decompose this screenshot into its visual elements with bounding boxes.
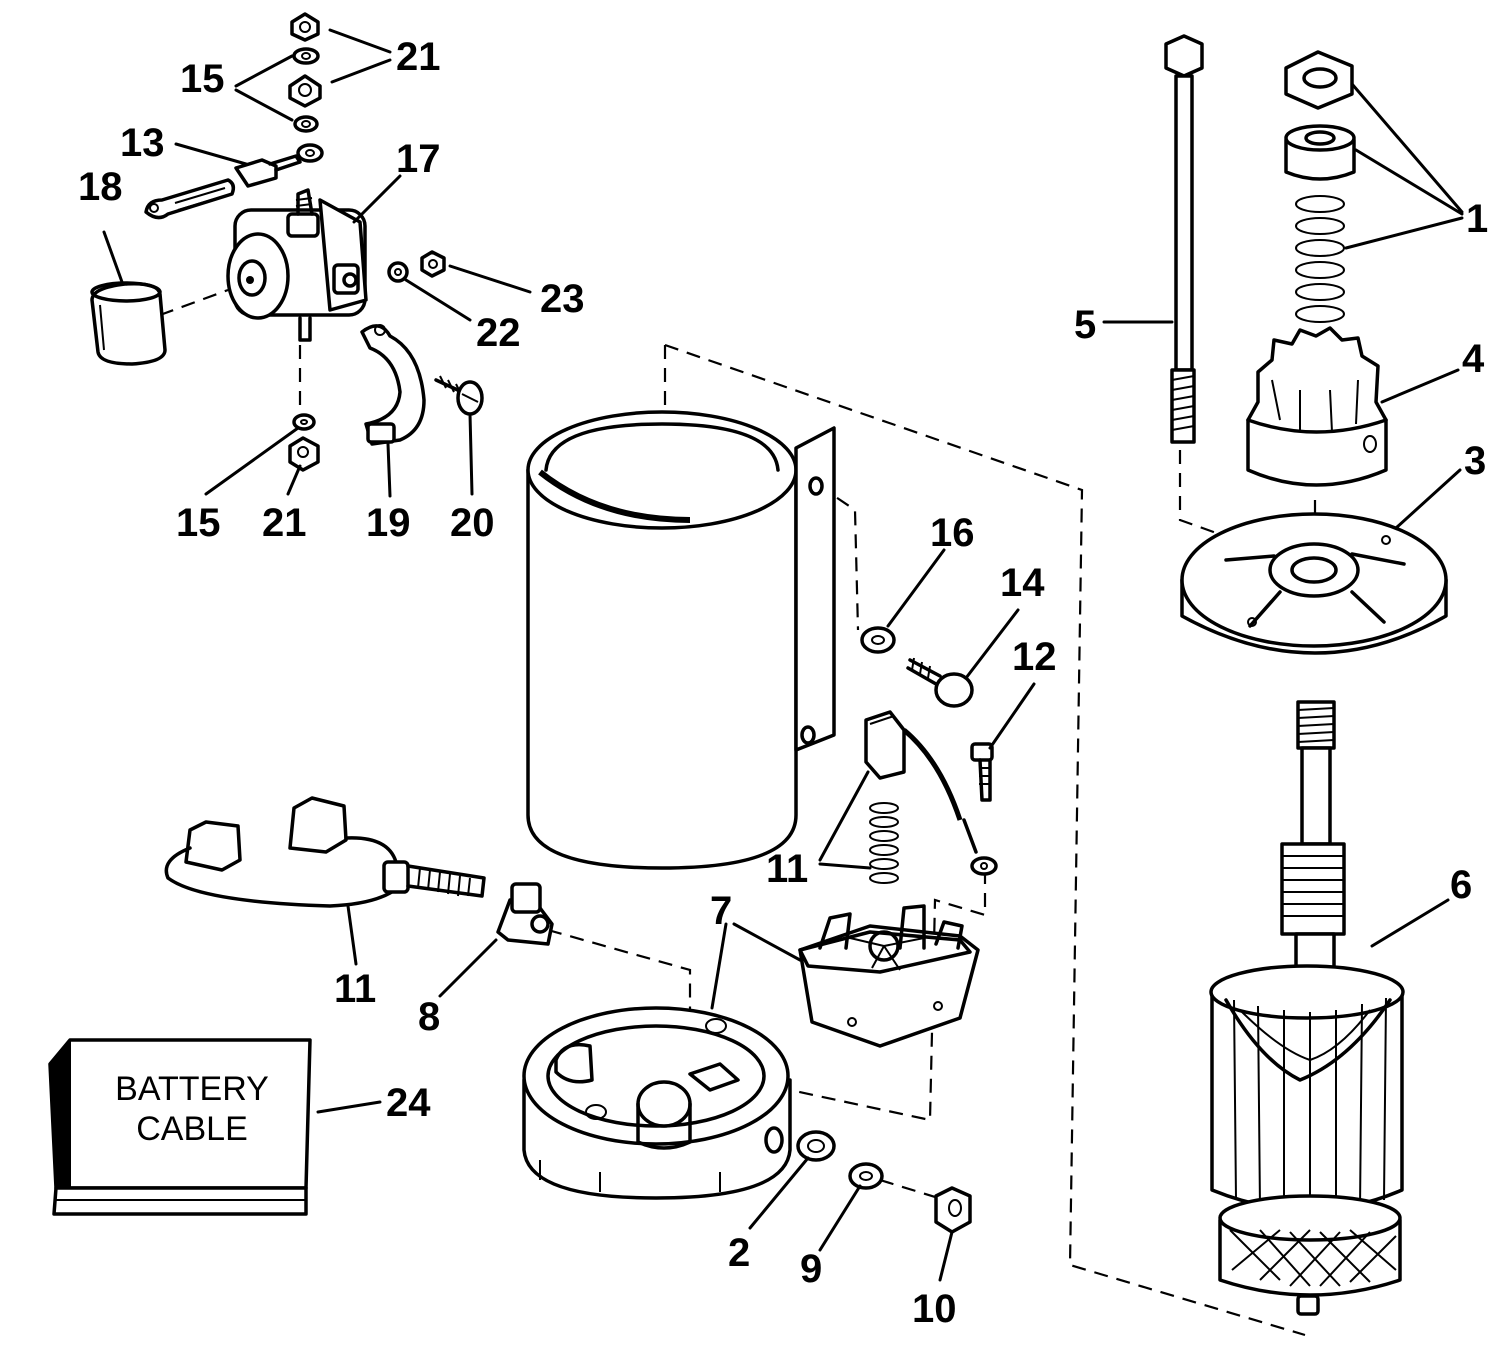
- callout-6: 6: [1450, 863, 1472, 907]
- terminal-stud-13: [234, 154, 302, 188]
- callout-2: 2: [728, 1231, 750, 1275]
- callout-21-top: 21: [396, 35, 441, 79]
- solenoid-17: [226, 188, 368, 342]
- washer-16: [860, 626, 896, 654]
- bracket-8: [496, 882, 554, 946]
- callout-20: 20: [450, 501, 495, 545]
- callout-7: 7: [710, 889, 732, 933]
- nut-10: [934, 1186, 972, 1234]
- armature-6: [1209, 700, 1405, 1316]
- callout-15-top: 15: [180, 57, 225, 101]
- callout-8: 8: [418, 995, 440, 1039]
- leader-lines: [102, 28, 1464, 1282]
- sleeve-ring-18: [90, 281, 167, 366]
- through-bolt-5: [1164, 34, 1204, 444]
- clamp-strap-19: [360, 324, 426, 446]
- callout-numbers: 1 2 3 4 5 6 7 8 9 10 11 11 12 13 14 15 1…: [78, 35, 1488, 1331]
- brush-spring-11: [864, 710, 998, 884]
- screw-20: [434, 375, 484, 416]
- callout-18: 18: [78, 165, 123, 209]
- callout-11-left: 11: [334, 967, 376, 1011]
- callout-5: 5: [1074, 303, 1096, 347]
- callout-1: 1: [1466, 197, 1488, 241]
- callout-14: 14: [1000, 561, 1045, 605]
- callout-21-bottom: 21: [262, 501, 307, 545]
- lockwasher-22: [387, 261, 409, 283]
- battery-cable-label-line2: CABLE: [136, 1110, 248, 1148]
- end-frame-base: [522, 1006, 792, 1200]
- brush-holder-7: [798, 904, 980, 1048]
- callout-13: 13: [120, 121, 165, 165]
- nut-23: [420, 250, 446, 278]
- callout-15-bottom: 15: [176, 501, 221, 545]
- callout-12: 12: [1012, 635, 1057, 679]
- callout-23: 23: [540, 277, 585, 321]
- battery-cable-box: [48, 1038, 312, 1216]
- callout-4: 4: [1462, 337, 1485, 381]
- battery-cable-label-line1: BATTERY: [115, 1070, 269, 1108]
- screw-12: [970, 742, 994, 802]
- bolt-14: [906, 657, 974, 708]
- nut-washer-lower: [288, 413, 320, 472]
- callout-16: 16: [930, 511, 975, 555]
- nut-washer-stack-top: [288, 12, 324, 163]
- brush-set-11: [164, 796, 486, 908]
- washer-9: [848, 1162, 884, 1190]
- callout-11-center: 11: [766, 847, 808, 891]
- pinion-stop-kit-1: [1284, 50, 1356, 323]
- washer-2: [796, 1130, 836, 1162]
- callout-9: 9: [800, 1247, 822, 1291]
- motor-frame-housing: [526, 410, 836, 870]
- terminal-lead-18: [144, 178, 236, 220]
- callout-3: 3: [1464, 439, 1486, 483]
- callout-19: 19: [366, 501, 411, 545]
- callout-17: 17: [396, 137, 441, 181]
- end-cap-3: [1180, 512, 1448, 655]
- drive-pinion-4: [1246, 326, 1388, 487]
- callout-24: 24: [386, 1081, 431, 1125]
- callout-22: 22: [476, 311, 521, 355]
- callout-10: 10: [912, 1287, 957, 1331]
